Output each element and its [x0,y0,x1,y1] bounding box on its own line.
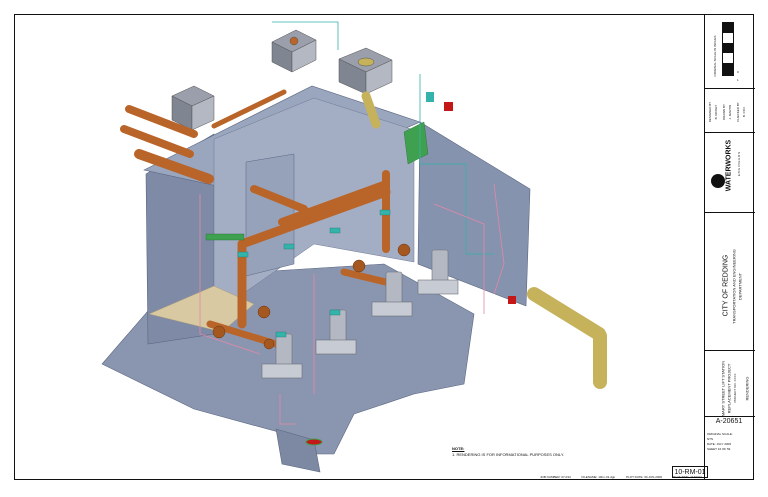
green-conduit [205,121,429,241]
scale-mark-1: 1 [737,78,739,82]
sheet-id: 10-RM-01 [672,466,708,478]
floor-drain [305,438,323,446]
plot-date: PLOT DATE: 30-JUN-2009 [626,475,662,479]
designed-by-name: B. DICKEY [714,104,718,120]
red-device-2 [508,296,516,304]
teal-box [426,92,434,102]
tan-floor [148,285,255,333]
sheet-border [14,14,754,480]
client-dept-1: TRANSPORTATION AND ENGINEERING [731,249,737,324]
line-work [199,21,505,425]
note-heading: NOTE: [452,446,465,451]
firm-subtitle: E N G I N E E R S [737,151,741,177]
client-name: CITY OF REDDING [722,254,730,317]
pump-units [261,249,459,379]
scale-caption: ORIGINAL SCALE: [707,432,733,436]
title-block: ORIGINAL SCALE IN INCHES 0 1 DESIGNED BY… [704,14,755,480]
drawing-info: ORIGINAL SCALE: NTS DATE: JULY 2009 SHEE… [704,432,754,452]
valves [212,243,411,350]
teal-fittings [237,209,391,338]
red-device-1 [444,102,453,111]
vent-box-left [171,85,215,131]
drawn-by-label: DRAWN BY [722,103,726,121]
firm-logo-icon [711,174,725,188]
general-note: NOTE: 1. RENDERING IS FOR INFORMATIONAL … [452,446,564,458]
plot-footer: JOB NUMBER: 07-034 FILENAME: 10rm-01.dgn… [540,475,712,479]
client-dept-2: DEPARTMENT [737,272,743,301]
drawn-by-name: J. MARTIN [728,104,732,120]
scale-value: NTS [707,437,713,441]
checked-by-name: B. COX [742,106,746,118]
sheet-count: SHEET 16 OF 59 [707,447,731,451]
checked-by-label: CHECKED BY [736,102,740,122]
note-text: 1. RENDERING IS FOR INFORMATIONAL PURPOS… [452,452,565,457]
copper-pipes-left [120,89,287,184]
firm-name: WATERWORKS [725,139,733,192]
file-name: FILENAME: 10rm-01.dgn [581,475,616,479]
job-number: JOB NUMBER: 07-034 [540,475,571,479]
plot-time: PLOT TIME: 11:57:04 [672,475,702,479]
scale-bar [722,22,734,76]
scale-label: ORIGINAL SCALE IN INCHES [713,35,717,77]
lift-station-rendering [101,21,607,473]
drawing-date: DATE: JULY 2009 [707,442,732,446]
drawing-number: A-20651 [715,418,743,425]
yellow-discharge-pipe [361,91,607,389]
scale-mark-0: 0 [737,70,739,74]
designed-by-label: DESIGNED BY [708,101,712,123]
vent-box-right [338,47,393,95]
vent-box-top [271,29,317,73]
